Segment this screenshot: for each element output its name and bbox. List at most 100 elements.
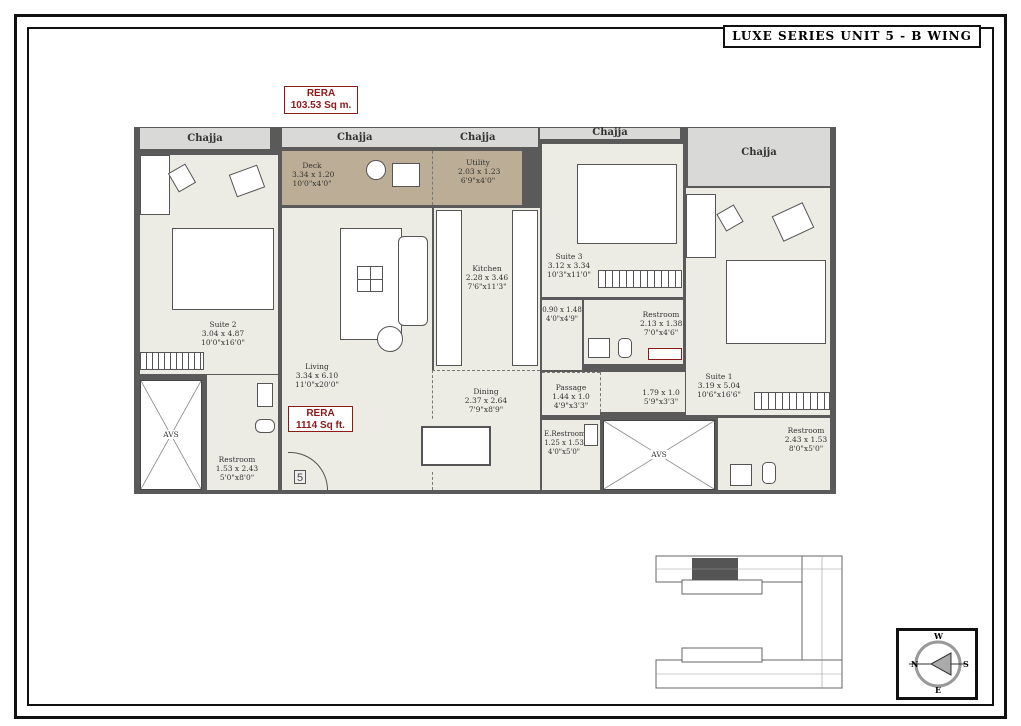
- chajja-suite3: Chajja: [540, 128, 680, 139]
- rera-label: RERA: [306, 88, 336, 99]
- e-restroom: E.Restroom 1.25 x 1.53 4'0"x5'0": [542, 420, 600, 490]
- chair: [716, 204, 744, 232]
- dining-table: [421, 426, 491, 466]
- restroom-mid-label: Restroom 2.13 x 1.38 7'0"x4'6": [640, 310, 682, 337]
- room-metric: 1.53 x 2.43: [215, 464, 259, 473]
- lobby: 1.79 x 1.0 5'9"x3'3": [600, 372, 685, 412]
- closet-area: 0.90 x 1.48 4'0"x4'9": [542, 300, 582, 370]
- toilet: [762, 462, 776, 484]
- room-name: E.Restroom: [544, 430, 586, 438]
- desk: [140, 155, 170, 215]
- room-metric: 1.44 x 1.0: [552, 392, 590, 401]
- deck-label: Deck 3.34 x 1.20 10'0"x4'0": [292, 161, 335, 188]
- deck: Deck 3.34 x 1.20 10'0"x4'0": [282, 151, 432, 205]
- washbasin: [584, 424, 598, 446]
- sofa: [398, 236, 428, 326]
- e-restroom-label: E.Restroom 1.25 x 1.53 4'0"x5'0": [544, 430, 586, 457]
- living: Living 3.34 x 6.10 11'0"x20'0" RERA 1114…: [282, 208, 432, 490]
- counter-left: [436, 210, 462, 366]
- room-imperial: 10'6"x16'6": [697, 390, 741, 399]
- chajja-label: Chajja: [460, 132, 496, 143]
- dining: Dining 2.37 x 2.64 7'9"x8'9": [421, 370, 540, 490]
- armchair: [377, 326, 403, 352]
- room-name: Suite 3: [555, 252, 583, 261]
- chajja-middle: Chajja Chajja: [282, 128, 538, 147]
- outer-border: [14, 14, 1007, 719]
- compass-top: W: [934, 631, 943, 641]
- compass-right: S: [963, 659, 969, 669]
- unit-number: 5: [294, 470, 306, 484]
- washbasin: [257, 383, 273, 407]
- compass-bottom: E: [935, 685, 942, 695]
- room-metric: 1.79 x 1.0: [642, 388, 680, 397]
- unit-plan: Chajja Chajja Chajja Chajja Chajja Deck …: [134, 127, 836, 494]
- room-metric: 2.43 x 1.53: [784, 435, 828, 444]
- room-imperial: 10'0"x4'0": [292, 179, 332, 188]
- avs-label: AVS: [156, 430, 186, 439]
- desk: [686, 194, 716, 258]
- toilet: [255, 419, 275, 433]
- room-imperial: 8'0"x5'0": [788, 444, 824, 453]
- chair: [167, 163, 197, 193]
- room-metric: 3.04 x 4.87: [201, 329, 245, 338]
- room-imperial: 7'9"x8'9": [468, 405, 504, 414]
- rera-sqm-badge: RERA 103.53 Sq m.: [284, 86, 358, 114]
- room-imperial: 11'0"x20'0": [295, 380, 339, 389]
- room-name: Suite 2: [209, 320, 237, 329]
- sheet-title: LUXE SERIES UNIT 5 - B WING: [723, 25, 981, 48]
- room-imperial: 10'3"x11'0": [547, 270, 591, 279]
- room-name: Kitchen: [472, 264, 502, 273]
- room-imperial: 10'0"x16'0": [201, 338, 245, 347]
- bed: [726, 260, 826, 344]
- suite-1-label: Suite 1 3.19 x 5.04 10'6"x16'6": [694, 372, 744, 399]
- room-name: Restroom: [787, 426, 825, 435]
- room-metric: 3.12 x 3.34: [547, 261, 591, 270]
- shaft-marker: [648, 348, 682, 360]
- room-metric: 2.13 x 1.38: [640, 319, 683, 328]
- chajja-right: Chajja: [688, 128, 830, 186]
- wardrobe: [140, 352, 204, 370]
- key-plan: [655, 555, 843, 689]
- room-name: Restroom: [642, 310, 680, 319]
- chajja-left: Chajja: [140, 128, 270, 149]
- room-metric: 3.34 x 1.20: [292, 170, 335, 179]
- armchair: [771, 202, 815, 242]
- suite-3-label: Suite 3 3.12 x 3.34 10'3"x11'0": [544, 252, 594, 279]
- washbasin: [730, 464, 752, 486]
- armchair: [228, 164, 266, 198]
- room-imperial: 5'9"x3'3": [643, 397, 679, 406]
- inner-border: [27, 27, 994, 706]
- living-label: Living 3.34 x 6.10 11'0"x20'0": [292, 362, 342, 389]
- kitchen: Kitchen 2.28 x 3.46 7'6"x11'3": [434, 208, 540, 370]
- avs-label: AVS: [644, 450, 674, 459]
- room-imperial: 4'0"x5'0": [547, 448, 581, 456]
- compass-left: N: [911, 659, 919, 669]
- room-name: Deck: [302, 161, 322, 170]
- bed: [172, 228, 274, 310]
- lounge-chair: [392, 163, 420, 187]
- closet-label: 0.90 x 1.48 4'0"x4'9": [542, 306, 582, 324]
- room-name: Restroom: [218, 455, 256, 464]
- suite-2-label: Suite 2 3.04 x 4.87 10'0"x16'0": [198, 320, 248, 347]
- kitchen-label: Kitchen 2.28 x 3.46 7'6"x11'3": [462, 264, 512, 291]
- suite-2: Suite 2 3.04 x 4.87 10'0"x16'0": [140, 155, 278, 374]
- dining-label: Dining 2.37 x 2.64 7'9"x8'9": [461, 387, 511, 414]
- room-metric: 3.19 x 5.04: [697, 381, 741, 390]
- room-imperial: 4'0"x4'9": [545, 315, 579, 323]
- room-imperial: 6'9"x4'0": [460, 176, 496, 185]
- room-name: Utility: [466, 158, 490, 167]
- passage: Passage 1.44 x 1.0 4'9"x3'3": [542, 372, 600, 415]
- utility-label: Utility 2.03 x 1.23 6'9"x4'0": [458, 158, 500, 185]
- restroom-left-label: Restroom 1.53 x 2.43 5'0"x8'0": [212, 455, 262, 482]
- side-table: [366, 160, 386, 180]
- room-metric: 0.90 x 1.48: [542, 306, 582, 314]
- restroom-left: Restroom 1.53 x 2.43 5'0"x8'0": [207, 375, 278, 490]
- room-imperial: 7'6"x11'3": [467, 282, 507, 291]
- lobby-label: 1.79 x 1.0 5'9"x3'3": [641, 388, 681, 406]
- avs-shaft-left: AVS: [140, 380, 202, 490]
- restroom-right-label: Restroom 2.43 x 1.53 8'0"x5'0": [784, 426, 828, 453]
- toilet: [618, 338, 632, 358]
- room-imperial: 7'0"x4'6": [643, 328, 679, 337]
- room-metric: 2.37 x 2.64: [464, 396, 508, 405]
